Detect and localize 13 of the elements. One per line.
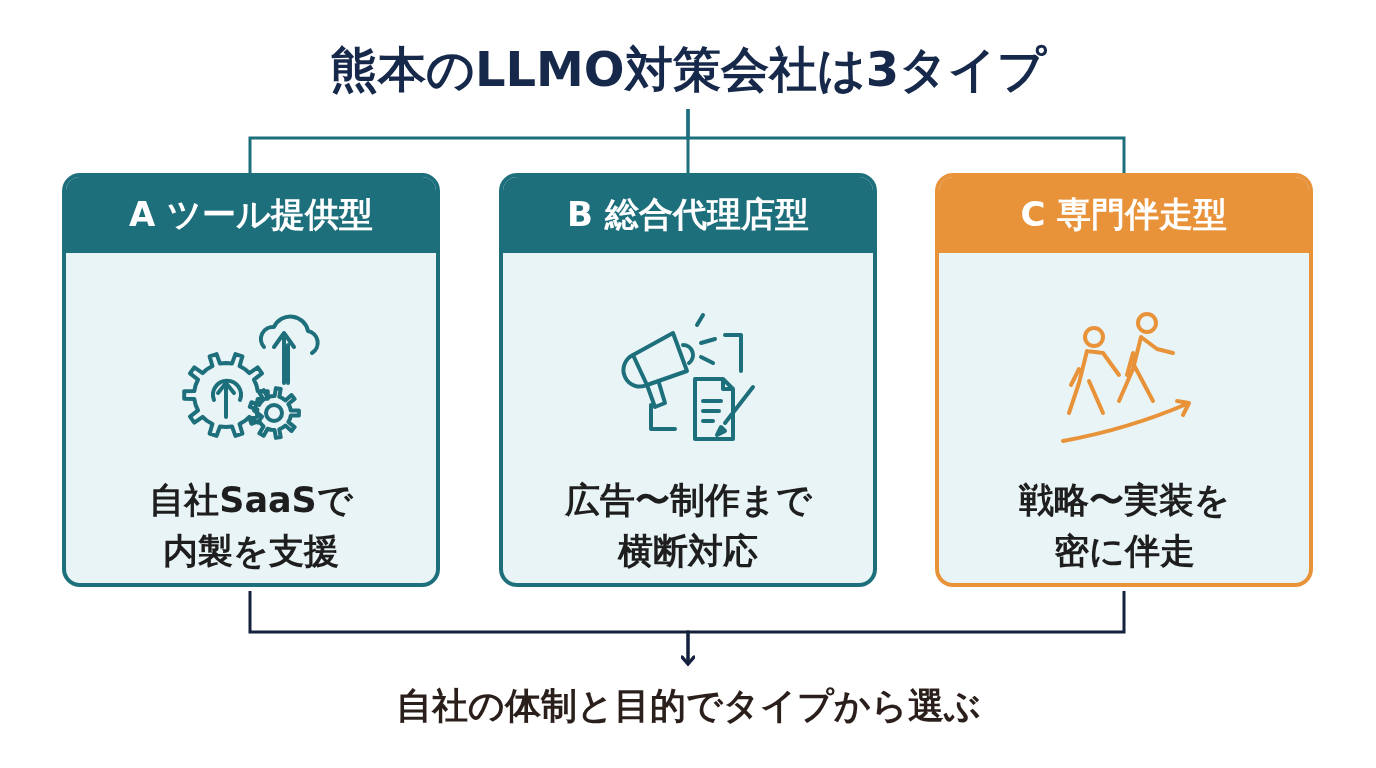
type-card — [935, 173, 1313, 587]
conclusion-label: 自社の体制と目的でタイプから選ぶ — [395, 683, 981, 728]
type-card — [499, 173, 877, 587]
connector-line — [686, 109, 1126, 173]
card-title: C 専門伴走型 — [1020, 193, 1228, 236]
heading-label: 熊本のLLMO対策会社は3タイプ — [329, 40, 1047, 99]
card-description: 自社SaaSで内製を支援 — [148, 479, 354, 573]
arrow — [680, 591, 1126, 666]
card-description: 戦略〜実装を密に伴走 — [1017, 479, 1231, 573]
card-title: B 総合代理店型 — [567, 193, 809, 236]
card-description: 広告〜制作まで横断対応 — [563, 479, 813, 573]
type-card — [62, 173, 440, 587]
card-title: A ツール提供型 — [128, 193, 374, 236]
